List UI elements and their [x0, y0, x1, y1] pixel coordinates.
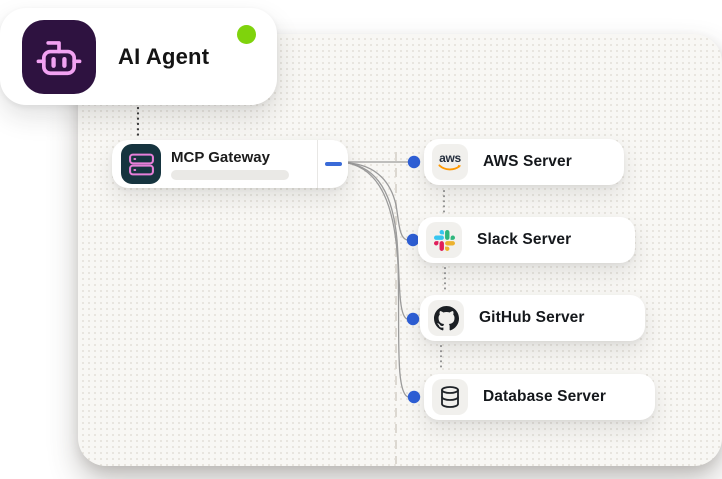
- mcp-gateway-label: MCP Gateway: [171, 148, 270, 166]
- robot-icon: [22, 19, 96, 94]
- gateway-progress-pill: [171, 169, 289, 180]
- ai-agent-card[interactable]: AI Agent: [0, 8, 277, 105]
- slack-icon: [426, 222, 462, 258]
- database-server-label: Database Server: [483, 388, 606, 405]
- server-stack-icon: [121, 144, 161, 184]
- aws-server-label: AWS Server: [483, 153, 572, 170]
- database-server-card[interactable]: Database Server: [424, 374, 655, 420]
- status-dot: [237, 25, 256, 44]
- aws-server-card[interactable]: aws AWS Server: [424, 139, 624, 185]
- github-server-card[interactable]: GitHub Server: [420, 295, 645, 341]
- minus-icon: [324, 162, 342, 166]
- slack-server-card[interactable]: Slack Server: [418, 217, 635, 263]
- github-server-label: GitHub Server: [479, 309, 585, 326]
- github-icon: [428, 300, 464, 336]
- collapse-button[interactable]: [318, 140, 348, 188]
- aws-icon: aws: [432, 144, 468, 180]
- slack-server-label: Slack Server: [477, 231, 572, 248]
- gateway-divider: [317, 140, 318, 188]
- ai-agent-label: AI Agent: [118, 43, 210, 69]
- database-icon: [432, 379, 468, 415]
- mcp-gateway-card[interactable]: MCP Gateway: [112, 140, 348, 188]
- aws-wordmark: aws: [439, 151, 461, 165]
